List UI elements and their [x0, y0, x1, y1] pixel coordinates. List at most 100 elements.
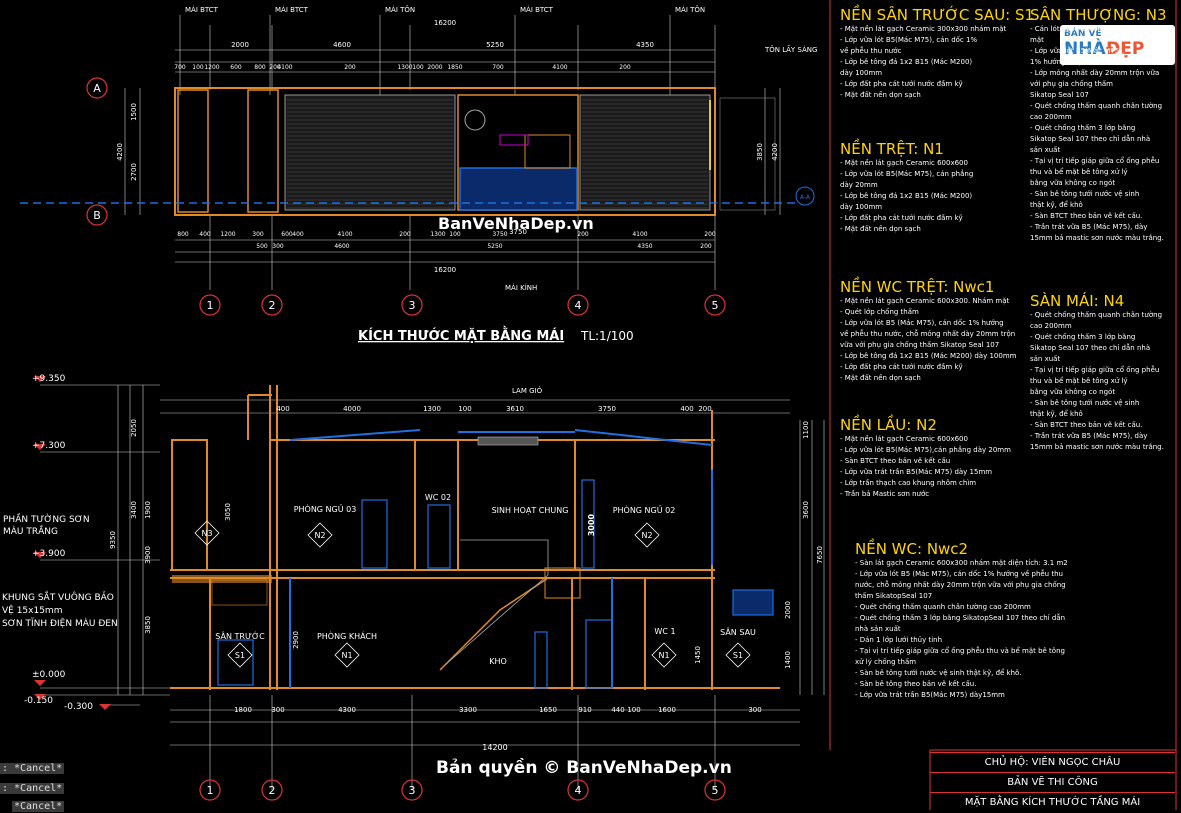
room-label: PHÒNG NGỦ 03 — [294, 503, 357, 514]
dimension-text: 700 — [174, 64, 186, 71]
watermark-top: BanVeNhaDep.vn — [438, 214, 594, 233]
note-line: - Trần trát vữa B5 (Mác M75), dày — [1030, 223, 1148, 231]
dimension-text: 16200 — [434, 266, 456, 274]
dimension-text: 4600 — [333, 41, 351, 49]
dimension-text: 2700 — [130, 163, 138, 181]
note-line: nước, chỗ mỏng nhất dày 20mm trộn vữa vớ… — [855, 581, 1066, 589]
note-line: - Mặt nền lát gạch Ceramic 600x600 — [840, 159, 968, 167]
banvenhadep-logo: BẢN VẼ NHÀ ĐẸP — [1060, 25, 1175, 65]
roof-plan — [20, 15, 815, 316]
dimension-text: 100 — [449, 231, 461, 238]
note-block: NỀN TRỆT: N1- Mặt nền lát gạch Ceramic 6… — [840, 140, 973, 235]
note-line: - Tại vị trí tiếp giáp giữa cổ ống phễu … — [855, 647, 1065, 655]
dimension-text: 3750 — [492, 231, 507, 238]
note-line: - Mặt nền lát gạch Ceramic 300x300 nhám … — [840, 25, 1007, 33]
note-line: - Lớp trần thạch cao khung nhôm chìm — [840, 479, 977, 487]
note-line: cao 200mm — [1030, 322, 1072, 330]
note-line: - Lớp vữa lót B5(Mác M75), cán dốc 1% — [840, 36, 978, 44]
note-line: - Dán 1 lớp lưới thủy tinh — [855, 636, 943, 644]
note-line: - Sàn bê tông tưới nước vệ sinh thật kỹ,… — [855, 669, 1022, 677]
level-marker: +9.350 — [32, 374, 66, 384]
note-line: - Lớp vữa trát trần B5(Mác M75) dày15mm — [855, 691, 1005, 699]
roof-label: TÔN LẤY SÁNG — [764, 44, 817, 54]
dimension-text: 2050 — [130, 419, 138, 437]
note-line: sản xuất — [1030, 146, 1061, 154]
dimension-text: 400 — [276, 405, 289, 413]
command-history-line[interactable]: *Cancel* — [12, 801, 65, 812]
room-label: SÂN TRƯỚC — [215, 630, 265, 641]
dimension-text: 400 — [292, 231, 304, 238]
note-title: SÂN THƯỢNG: N3 — [1030, 6, 1167, 24]
note-title: NỀN WC TRỆT: Nwc1 — [840, 278, 995, 296]
note-block: NỀN LẦU: N2- Mặt nền lát gạch Ceramic 60… — [840, 416, 1011, 500]
note-line: - Sàn lát gạch Ceramic 600x300 nhám mặt … — [855, 559, 1068, 567]
note-line: sản xuất — [1030, 355, 1061, 363]
roof-label: MÁI BTCT — [520, 5, 554, 14]
section-note: PHẦN TƯỜNG SƠN — [3, 512, 90, 525]
section-note: SƠN TĨNH ĐIỆN MÀU ĐEN — [2, 617, 118, 629]
level-marker: -0.150 — [24, 696, 53, 706]
note-line: vữa với phụ gia chống thấm Sikatop Seal … — [840, 341, 1000, 349]
axis-label: A — [93, 82, 101, 95]
dimension-text: 440 — [611, 706, 624, 714]
room-label: SINH HOẠT CHUNG — [492, 506, 569, 516]
note-line: - Tại vị trí tiếp giáp giữa cổ ống phễu — [1030, 366, 1160, 374]
dimension-text: 3900 — [144, 546, 152, 564]
section-note: KHUNG SẮT VUÔNG BẢO — [2, 590, 114, 603]
note-line: 1% hướng về phễu thu nước, — [1030, 58, 1132, 66]
note-line: - Quét chống thấm quanh chân tường — [1030, 102, 1163, 110]
dimension-text: 3050 — [224, 503, 232, 521]
dimension-text: 3850 — [144, 616, 152, 634]
room-label: PHÒNG NGỦ 02 — [613, 504, 676, 515]
note-line: dày 100mm — [840, 69, 883, 77]
dimension-text: 1200 — [204, 64, 219, 71]
dimension-text: 1450 — [694, 646, 702, 664]
plan-title: KÍCH THƯỚC MẶT BẰNG MÁI — [358, 327, 564, 344]
dimension-text: 400 — [199, 231, 211, 238]
note-title: NỀN SÂN TRƯỚC SAU: S1 — [840, 6, 1035, 24]
dimension-text: 600 — [230, 64, 242, 71]
note-line: Sikatop Seal 107 theo chỉ dẫn nhà — [1030, 344, 1151, 352]
command-history-line[interactable]: : *Cancel* — [0, 783, 65, 794]
note-line: với phụ gia chống thấm — [1030, 80, 1114, 88]
section-note: MÀU TRẮNG — [3, 524, 58, 537]
roof-label: MÁI KÍNH — [505, 283, 537, 292]
dimension-text: 4000 — [343, 405, 361, 413]
dimension-text: 4100 — [632, 231, 647, 238]
dimension-text: 16200 — [434, 19, 456, 27]
command-history-line[interactable]: : *Cancel* — [0, 763, 65, 774]
roof-label: MÁI TÔN — [675, 5, 705, 14]
dimension-text: 200 — [704, 231, 716, 238]
note-line: - Lớp vữa lót B5(Mác M75), — [1030, 47, 1125, 55]
note-line: - Trần bả Mastic sơn nước — [840, 490, 930, 498]
note-line: - Quét chống thấm 3 lớp băng — [1030, 124, 1136, 132]
dimension-text: 1300 — [430, 231, 445, 238]
axis-label: 2 — [269, 299, 276, 312]
dimension-text: 700 — [492, 64, 504, 71]
note-line: - Sàn BTCT theo bản vẽ kết cấu — [840, 457, 951, 465]
finish-tag-label: N2 — [314, 531, 325, 540]
note-title: NỀN WC: Nwc2 — [855, 540, 969, 558]
dimension-text: 200 — [344, 64, 356, 71]
finish-tag — [651, 642, 677, 668]
dimension-text: 800 — [254, 64, 266, 71]
dimension-text: 1850 — [447, 64, 462, 71]
note-line: bằng vữa không co ngót — [1030, 179, 1116, 187]
note-line: thật kỹ, để khô — [1030, 410, 1083, 418]
room-label: WC 02 — [425, 493, 451, 502]
dimension-text: 1900 — [144, 501, 152, 519]
level-marker: ±0.000 — [32, 670, 66, 680]
axis-label: 3 — [409, 299, 416, 312]
note-line: - Quét chống thấm quanh chân tường cao 2… — [855, 603, 1031, 611]
building-section — [34, 376, 825, 801]
dimension-text: 200 — [269, 64, 281, 71]
dimension-text: 14200 — [482, 743, 507, 752]
note-line: cao 200mm — [1030, 113, 1072, 121]
finish-tag-label: S1 — [733, 651, 743, 660]
note-line: thấm SikatopSeal 107 — [855, 592, 933, 600]
note-title: SÀN MÁI: N4 — [1030, 292, 1125, 310]
watermark-bottom: Bản quyền © BanVeNhaDep.vn — [436, 758, 732, 778]
roof-label: MÁI BTCT — [275, 5, 309, 14]
level-marker: +3.900 — [32, 549, 66, 559]
